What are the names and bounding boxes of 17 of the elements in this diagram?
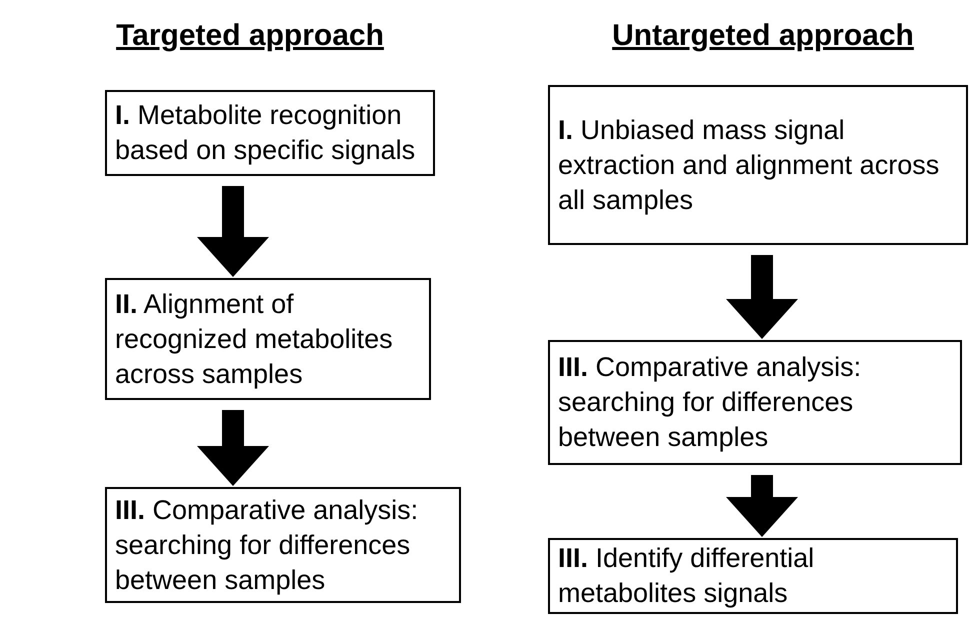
process-box <box>105 487 461 603</box>
block-arrow <box>197 186 269 277</box>
column-heading: Targeted approach <box>116 18 384 54</box>
process-box <box>105 90 435 176</box>
process-box <box>548 85 968 245</box>
process-box <box>548 538 958 614</box>
step-text: III. Identify differential metabolites signals <box>558 542 816 610</box>
step-text: II. Alignment of recognized metabolites across samples <box>115 288 394 391</box>
column-heading: Untargeted approach <box>612 18 914 54</box>
step-text: III. Comparative analysis: searching for differences between samples <box>115 494 420 597</box>
block-arrow <box>197 410 269 486</box>
block-arrow <box>726 255 798 339</box>
step-text: III. Comparative analysis: searching for differences between samples <box>558 351 862 454</box>
process-box <box>548 340 962 465</box>
step-text: I. Unbiased mass signal extraction and alignment across all samples <box>558 114 940 217</box>
process-box <box>105 278 431 400</box>
step-text: I. Metabolite recognition based on specific signals <box>115 99 416 167</box>
